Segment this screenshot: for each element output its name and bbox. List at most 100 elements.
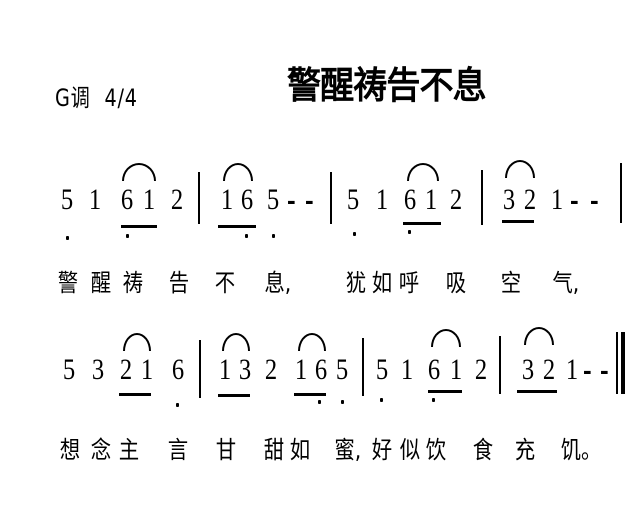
note: 3	[521, 353, 535, 386]
lyric-char: 食	[472, 436, 494, 464]
key-time-signature: G调 4/4	[55, 78, 138, 113]
lyric-char: 气,	[552, 269, 580, 297]
note: 5	[266, 183, 280, 216]
barline	[481, 170, 483, 225]
eighth-underline	[218, 225, 256, 228]
low-octave-dot	[432, 398, 435, 402]
song-title: 警醒祷告不息	[287, 64, 487, 107]
time-signature: 4/4	[104, 84, 138, 112]
lyric-char: 似	[399, 436, 421, 464]
lyric-char: 念	[90, 436, 112, 464]
slur-mark	[122, 163, 156, 181]
lyric-char: 好	[371, 436, 393, 464]
barline	[620, 163, 622, 223]
eighth-underline	[428, 390, 462, 393]
eighth-underline	[517, 390, 557, 393]
note: 2	[542, 353, 556, 386]
sustain-dash: -	[590, 185, 599, 215]
slur-mark	[505, 160, 535, 178]
lyric-char: 不	[214, 269, 236, 297]
note: 2	[170, 183, 184, 216]
note: 5	[346, 183, 360, 216]
note: 1	[400, 353, 414, 386]
slur-mark	[222, 333, 250, 351]
note: 6	[240, 183, 254, 216]
note: 1	[220, 183, 234, 216]
barline	[362, 338, 364, 396]
lyric-char: 甜	[263, 436, 285, 464]
lyric-char: 饥。	[560, 436, 602, 464]
lyric-char: 充	[514, 436, 536, 464]
slur-mark	[524, 327, 554, 345]
eighth-underline	[502, 220, 534, 223]
sustain-dash: -	[287, 185, 296, 215]
note: 3	[91, 353, 105, 386]
note: 1	[375, 183, 389, 216]
barline	[499, 336, 501, 394]
low-octave-dot	[353, 232, 356, 236]
note: 1	[142, 183, 156, 216]
lyric-char: 甘	[215, 436, 237, 464]
note: 2	[474, 353, 488, 386]
low-octave-dot	[176, 403, 179, 407]
note: 5	[375, 353, 389, 386]
lyric-char: 想	[59, 436, 81, 464]
low-octave-dot	[380, 398, 383, 402]
lyric-char: 呼	[398, 269, 420, 297]
final-barline-thin	[616, 332, 618, 394]
slur-mark	[123, 333, 151, 351]
key-signature: G调	[55, 84, 91, 112]
note: 1	[88, 183, 102, 216]
lyric-char: 言	[167, 436, 189, 464]
lyric-char: 如	[371, 269, 393, 297]
lyric-char: 蜜,	[334, 436, 362, 464]
note: 1	[424, 183, 438, 216]
note: 3	[238, 353, 252, 386]
note: 2	[523, 183, 537, 216]
note: 5	[335, 353, 349, 386]
sustain-dash: -	[600, 355, 609, 385]
note: 6	[120, 183, 134, 216]
sustain-dash: -	[583, 355, 592, 385]
sustain-dash: -	[305, 185, 314, 215]
lyric-char: 犹	[345, 269, 367, 297]
note: 6	[171, 353, 185, 386]
lyric-char: 吸	[445, 269, 467, 297]
barline	[330, 172, 332, 224]
low-octave-dot	[66, 236, 69, 240]
slur-mark	[431, 329, 461, 347]
low-octave-dot	[245, 234, 248, 238]
lyric-char: 饮	[425, 436, 447, 464]
note: 6	[314, 353, 328, 386]
eighth-underline	[403, 222, 441, 225]
eighth-underline	[218, 394, 250, 397]
low-octave-dot	[126, 234, 129, 238]
note: 1	[565, 353, 579, 386]
lyric-char: 空	[500, 269, 522, 297]
note: 1	[218, 353, 232, 386]
lyric-char: 息,	[264, 269, 292, 297]
low-octave-dot	[341, 400, 344, 404]
lyric-char: 主	[118, 436, 140, 464]
lyric-char: 警	[57, 269, 79, 297]
note: 2	[264, 353, 278, 386]
lyric-char: 醒	[90, 269, 112, 297]
lyric-char: 如	[289, 436, 311, 464]
low-octave-dot	[318, 400, 321, 404]
eighth-underline	[294, 393, 326, 396]
low-octave-dot	[272, 234, 275, 238]
eighth-underline	[119, 393, 151, 396]
eighth-underline	[121, 225, 157, 228]
slur-mark	[223, 163, 253, 181]
note: 1	[294, 353, 308, 386]
barline	[198, 172, 200, 224]
lyric-char: 祷	[122, 269, 144, 297]
sustain-dash: -	[570, 185, 579, 215]
note: 1	[550, 183, 564, 216]
note: 1	[140, 353, 154, 386]
note: 6	[403, 183, 417, 216]
slur-mark	[298, 333, 326, 351]
barline	[199, 340, 201, 398]
low-octave-dot	[408, 230, 411, 234]
note: 1	[449, 353, 463, 386]
